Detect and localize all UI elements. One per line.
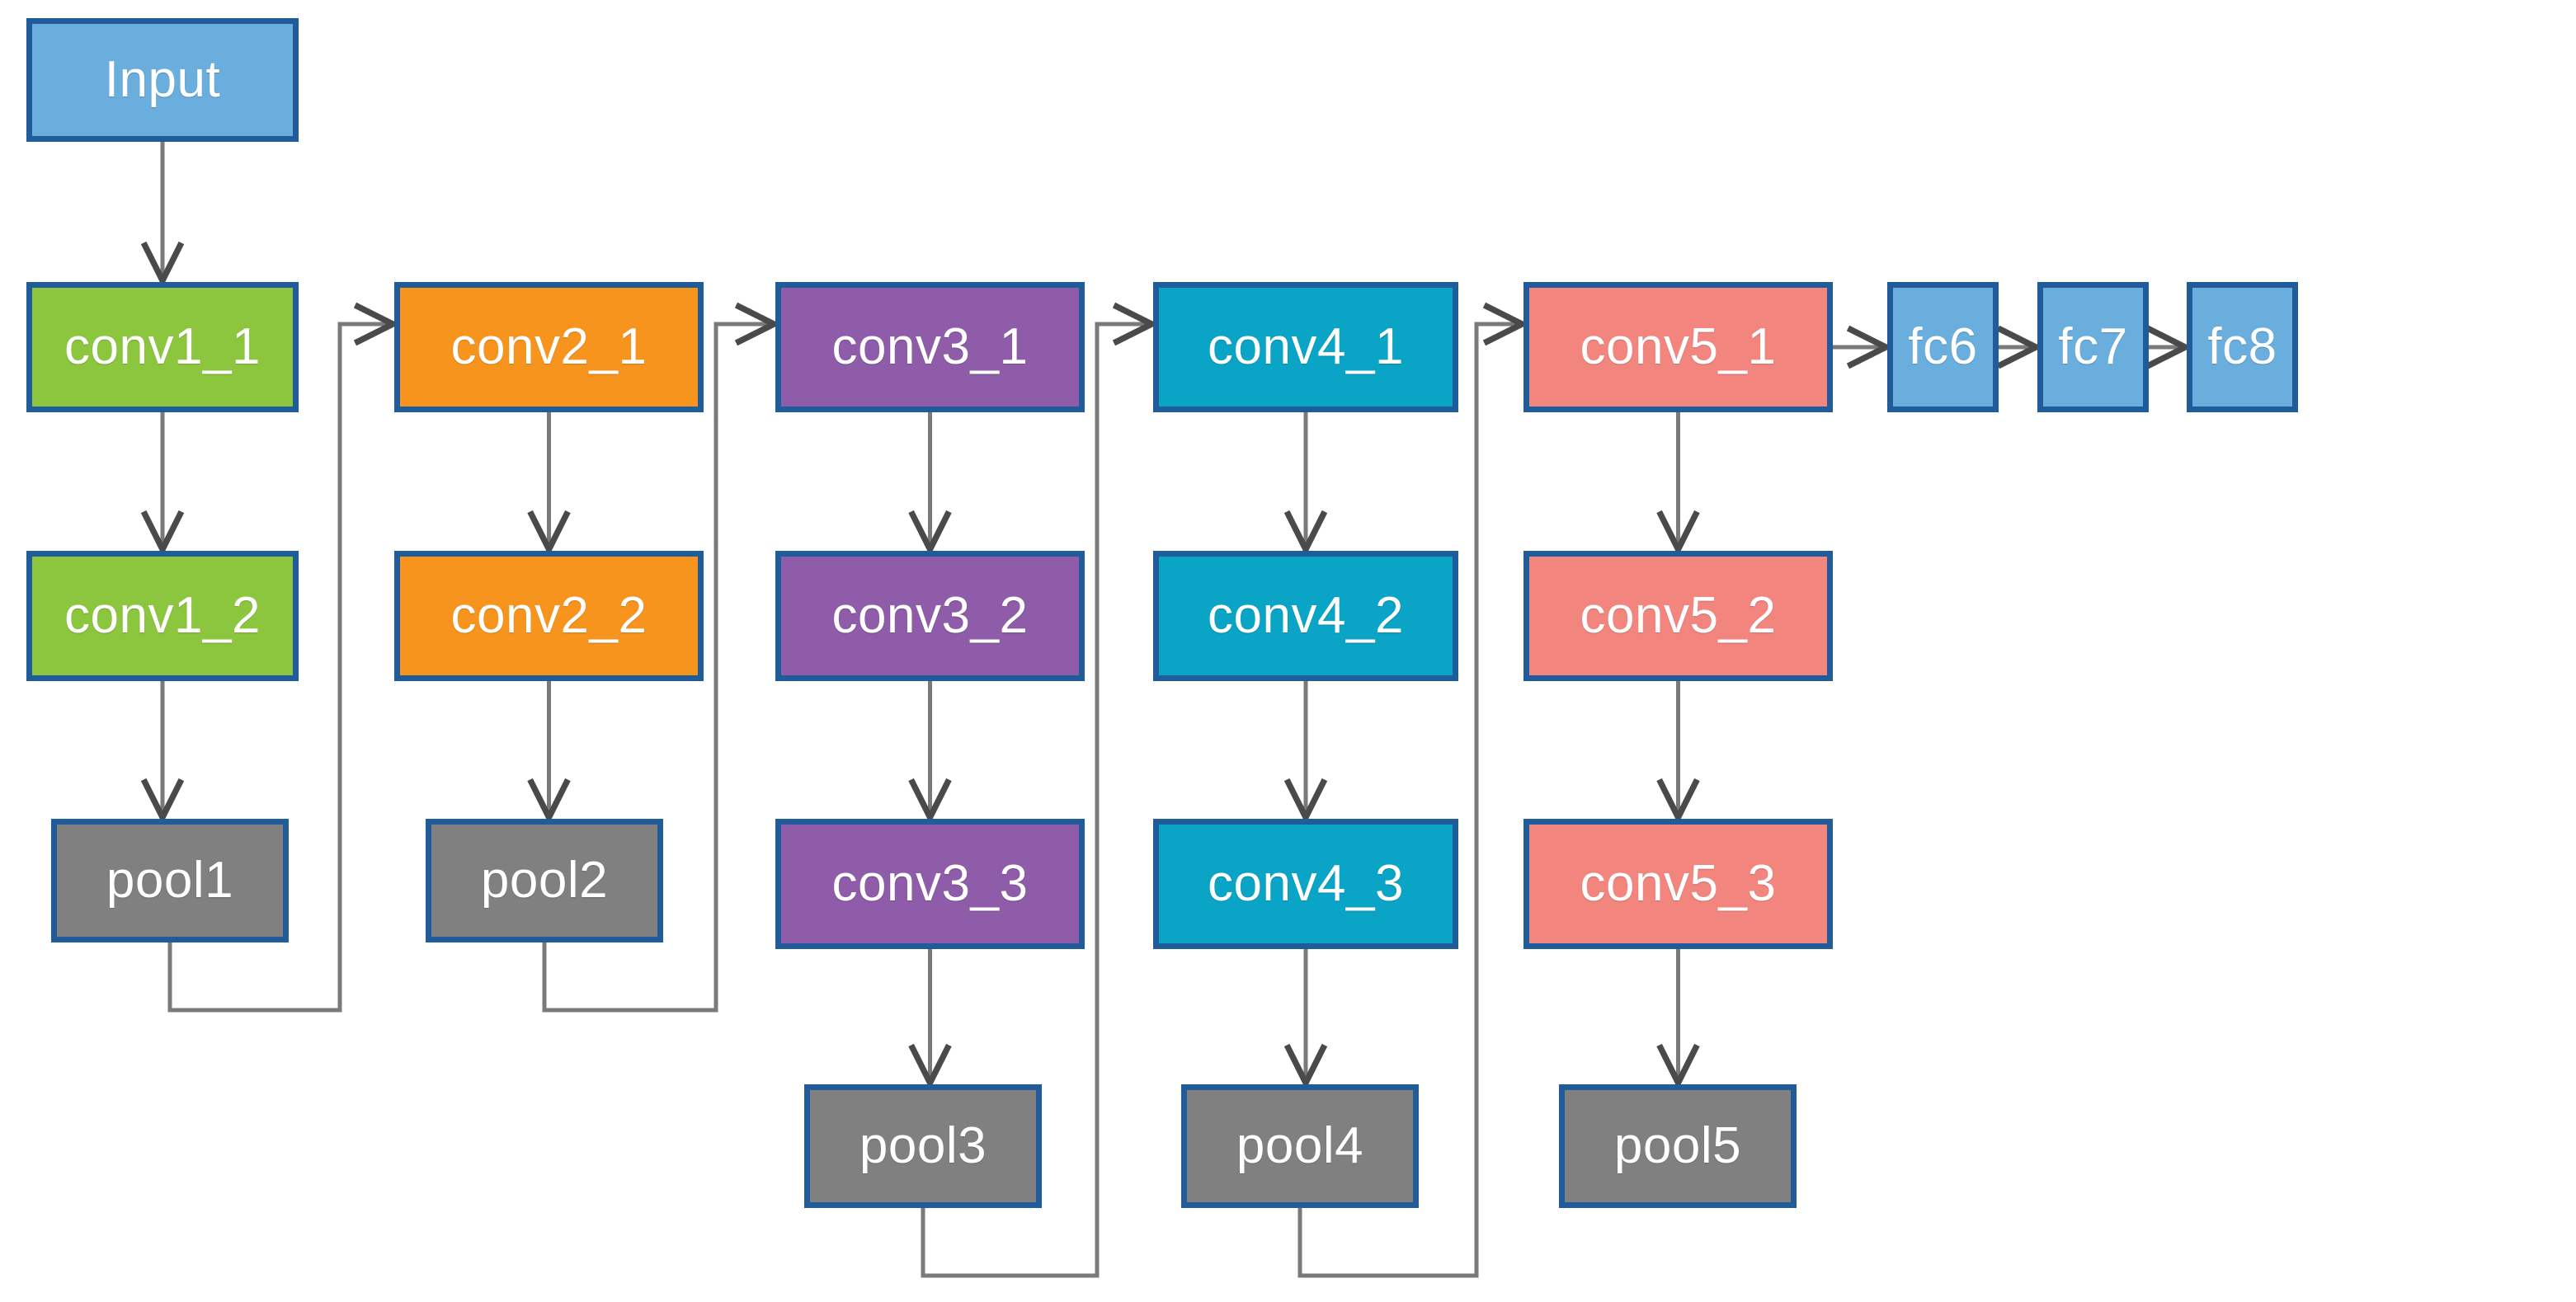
node-label-conv1_2: conv1_2 — [64, 587, 261, 644]
node-label-conv4_2: conv4_2 — [1208, 587, 1404, 644]
node-conv2_2[interactable]: conv2_2 — [394, 551, 704, 681]
node-conv4_1[interactable]: conv4_1 — [1153, 282, 1458, 412]
node-label-conv2_1: conv2_1 — [450, 318, 648, 375]
node-label-fc7: fc7 — [2058, 318, 2128, 375]
node-fc6[interactable]: fc6 — [1887, 282, 1999, 412]
node-label-pool1: pool1 — [106, 852, 234, 909]
node-label-conv2_2: conv2_2 — [450, 587, 648, 644]
node-label-conv1_1: conv1_1 — [64, 318, 261, 375]
node-conv1_1[interactable]: conv1_1 — [26, 282, 299, 412]
node-label-pool3: pool3 — [859, 1117, 987, 1174]
node-conv3_2[interactable]: conv3_2 — [775, 551, 1085, 681]
node-pool2[interactable]: pool2 — [426, 819, 663, 942]
node-pool5[interactable]: pool5 — [1559, 1084, 1797, 1208]
node-fc8[interactable]: fc8 — [2187, 282, 2298, 412]
node-label-conv3_1: conv3_1 — [831, 318, 1029, 375]
node-conv1_2[interactable]: conv1_2 — [26, 551, 299, 681]
node-label-conv5_3: conv5_3 — [1580, 855, 1777, 912]
node-pool1[interactable]: pool1 — [51, 819, 289, 942]
node-label-fc6: fc6 — [1908, 318, 1978, 375]
node-label-conv4_1: conv4_1 — [1208, 318, 1404, 375]
node-label-conv5_1: conv5_1 — [1580, 318, 1777, 375]
node-label-input: Input — [104, 51, 221, 108]
node-label-fc8: fc8 — [2207, 318, 2277, 375]
node-conv3_1[interactable]: conv3_1 — [775, 282, 1085, 412]
node-label-pool2: pool2 — [480, 852, 609, 909]
node-label-pool5: pool5 — [1613, 1117, 1742, 1174]
node-label-pool4: pool4 — [1236, 1117, 1364, 1174]
node-fc7[interactable]: fc7 — [2037, 282, 2149, 412]
node-conv3_3[interactable]: conv3_3 — [775, 819, 1085, 949]
node-conv4_3[interactable]: conv4_3 — [1153, 819, 1458, 949]
node-conv2_1[interactable]: conv2_1 — [394, 282, 704, 412]
node-conv5_1[interactable]: conv5_1 — [1523, 282, 1833, 412]
node-conv5_3[interactable]: conv5_3 — [1523, 819, 1833, 949]
node-pool3[interactable]: pool3 — [804, 1084, 1042, 1208]
node-conv5_2[interactable]: conv5_2 — [1523, 551, 1833, 681]
node-pool4[interactable]: pool4 — [1181, 1084, 1419, 1208]
node-input[interactable]: Input — [26, 18, 299, 142]
node-label-conv3_3: conv3_3 — [831, 855, 1029, 912]
node-label-conv3_2: conv3_2 — [831, 587, 1029, 644]
node-label-conv5_2: conv5_2 — [1580, 587, 1777, 644]
node-conv4_2[interactable]: conv4_2 — [1153, 551, 1458, 681]
node-label-conv4_3: conv4_3 — [1208, 855, 1404, 912]
